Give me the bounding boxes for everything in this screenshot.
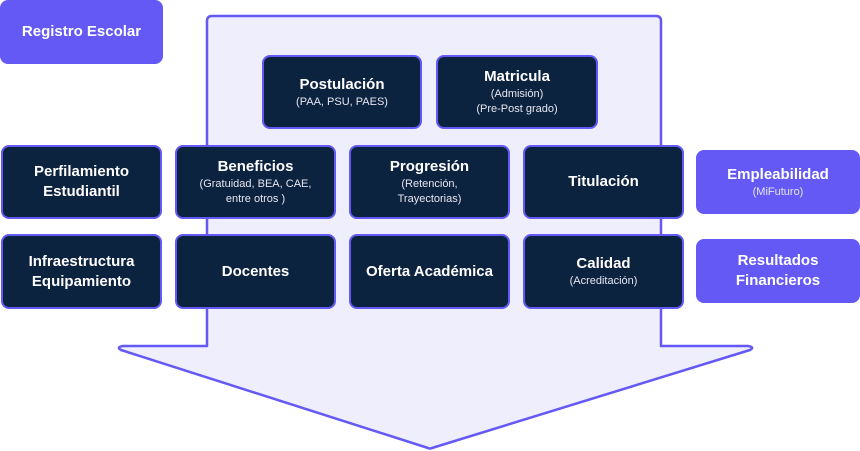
- calidad-box: Calidad (Acreditación): [523, 234, 684, 309]
- infraestructura-box: Infraestructura Equipamiento: [1, 234, 162, 309]
- box-title: Calidad: [576, 255, 631, 272]
- box-title: Postulación: [299, 75, 385, 93]
- box-subtitle: (Admisión): [490, 88, 544, 100]
- box-subtitle-2: (Pre-Post grado): [476, 103, 558, 115]
- box-title: Registro Escolar: [21, 23, 142, 40]
- box-title: Empleabilidad: [727, 165, 829, 183]
- box-title: Docentes: [221, 262, 290, 280]
- box-title: Resultados: [737, 252, 819, 269]
- matricula-box: Matricula (Admisión) (Pre-Post grado): [436, 55, 598, 129]
- beneficios-box: Beneficios (Gratuidad, BEA, CAE, entre o…: [175, 145, 336, 219]
- box-subtitle: (MiFuturo): [752, 185, 804, 198]
- docentes-box: Docentes: [175, 234, 336, 309]
- box-title: Matricula: [484, 68, 550, 85]
- box-subtitle: (PAA, PSU, PAES): [296, 95, 388, 108]
- box-title: Infraestructura: [28, 252, 135, 270]
- box-title-2: Equipamiento: [31, 272, 132, 290]
- box-subtitle: (Acreditación): [569, 275, 638, 287]
- box-title-2: Financieros: [735, 272, 821, 289]
- titulacion-box: Titulación: [523, 145, 684, 219]
- resultados-financieros-box: Resultados Financieros: [696, 239, 860, 303]
- box-title: Oferta Académica: [365, 262, 493, 280]
- registro-escolar-box: Registro Escolar: [0, 0, 163, 64]
- box-subtitle-2: entre otros ): [225, 193, 286, 205]
- postulacion-box: Postulación (PAA, PSU, PAES): [262, 55, 422, 129]
- box-subtitle-2: Trayectorias): [397, 193, 462, 205]
- box-title: Titulación: [568, 173, 639, 190]
- box-subtitle: (Retención,: [401, 178, 458, 190]
- progresion-box: Progresión (Retención, Trayectorias): [349, 145, 510, 219]
- oferta-academica-box: Oferta Académica: [349, 234, 510, 309]
- box-subtitle: (Gratuidad, BEA, CAE,: [199, 178, 312, 190]
- empleabilidad-box: Empleabilidad (MiFuturo): [696, 150, 860, 214]
- perfilamiento-box: Perfilamiento Estudiantil: [1, 145, 162, 219]
- box-title-2: Estudiantil: [43, 183, 120, 200]
- box-title: Progresión: [389, 158, 470, 175]
- box-title: Perfilamiento: [33, 163, 130, 180]
- box-title: Beneficios: [217, 158, 294, 175]
